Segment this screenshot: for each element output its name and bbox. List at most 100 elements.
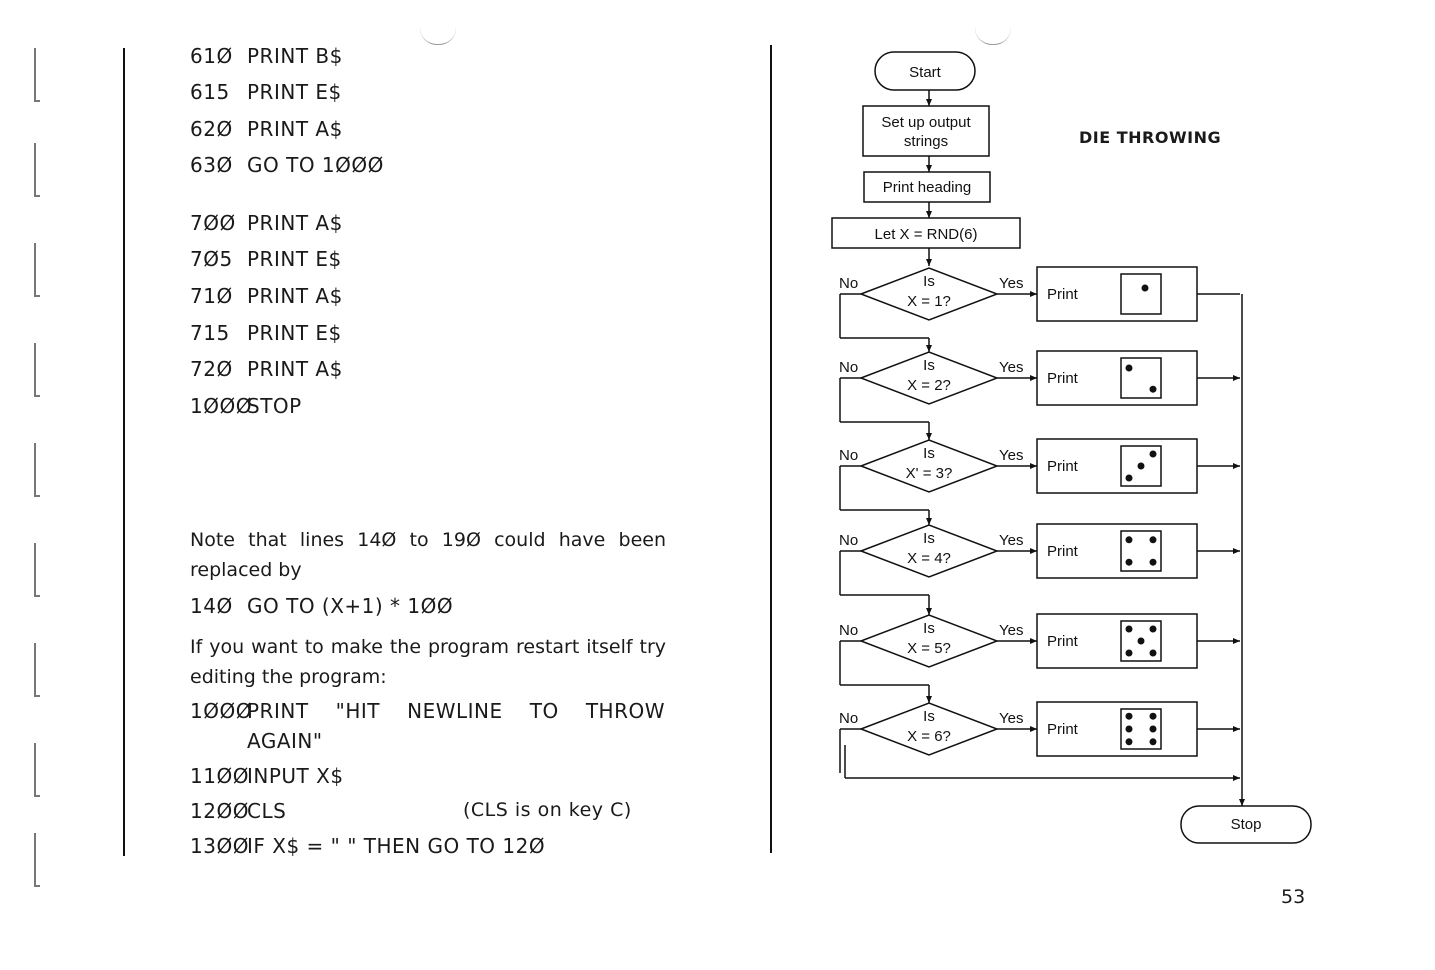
decision-row [839, 438, 1240, 525]
setup-label: strings [904, 133, 948, 150]
print-label: Print [1047, 543, 1079, 560]
left-margin-rule [123, 48, 125, 856]
binder-tab [34, 343, 40, 397]
edit-line-number: 11ØØ [190, 764, 249, 788]
statement: GO TO 1ØØØ [247, 153, 384, 177]
die-pip [1125, 649, 1133, 657]
die-face [1120, 273, 1162, 315]
print-label: Print [1047, 721, 1079, 738]
decision-row [839, 523, 1240, 615]
start-terminal [874, 51, 976, 91]
line-number: 615 [190, 80, 230, 104]
die-pip [1125, 625, 1133, 633]
statement: PRINT E$ [247, 247, 342, 271]
no-label: No [839, 275, 858, 292]
line-number: 1ØØØ [190, 394, 252, 418]
die-pip [1149, 625, 1157, 633]
print-label: Print [1047, 633, 1079, 650]
die-pip [1149, 738, 1157, 746]
decision-is-label: Is [923, 445, 935, 462]
edit-line-statement: INPUT X$ [247, 764, 344, 788]
decision-condition: X = 1? [907, 293, 951, 310]
setup-box [862, 105, 990, 157]
statement: PRINT E$ [247, 80, 342, 104]
edit-line-continuation: AGAIN" [247, 729, 323, 753]
decision-condition: X = 2? [907, 377, 951, 394]
yes-label: Yes [999, 447, 1023, 464]
die-face [1120, 357, 1162, 399]
binder-tab [34, 443, 40, 497]
statement: PRINT A$ [247, 117, 343, 141]
die-face [1120, 445, 1162, 487]
die-pip [1125, 712, 1133, 720]
line-number: 63Ø [190, 153, 233, 177]
code-line: 63Ø GO TO 1ØØØ [190, 153, 384, 177]
flowchart-heading: DIE THROWING [1079, 128, 1222, 147]
start-label: Start [909, 64, 942, 81]
edit-line-number: 12ØØ [190, 799, 249, 823]
edit-line-statement: IF X$ = " " THEN GO TO 12Ø [247, 834, 546, 858]
setup-label: Set up output [881, 114, 971, 131]
code-line: 62Ø PRINT A$ [190, 117, 343, 141]
edit-line-statement: PRINT "HIT NEWLINE TO THROW [247, 699, 665, 723]
center-rule [770, 45, 772, 853]
die-pip [1125, 725, 1133, 733]
edit-line-number: 13ØØ [190, 834, 249, 858]
die-pip [1149, 450, 1157, 458]
binder-tab [34, 543, 40, 597]
die-pip [1149, 536, 1157, 544]
decision-is-label: Is [923, 620, 935, 637]
die-face [1120, 620, 1162, 662]
print-heading-label: Print heading [883, 179, 971, 196]
yes-label: Yes [999, 622, 1023, 639]
binder-tab [34, 743, 40, 797]
decision-is-label: Is [923, 530, 935, 547]
statement: PRINT A$ [247, 357, 343, 381]
die-pip [1149, 385, 1157, 393]
die-pip [1137, 462, 1145, 470]
print-label: Print [1047, 370, 1079, 387]
die-pip [1125, 364, 1133, 372]
statement: GO TO (X+1) * 1ØØ [247, 594, 454, 618]
print-label: Print [1047, 286, 1079, 303]
line-number: 7ØØ [190, 211, 236, 235]
statement: PRINT B$ [247, 44, 343, 68]
decision-condition: X = 6? [907, 728, 951, 745]
line-number: 715 [190, 321, 230, 345]
line-number: 71Ø [190, 284, 233, 308]
restart-paragraph: If you want to make the program restart … [190, 636, 666, 688]
code-line: 1ØØØSTOP [190, 394, 302, 418]
punch-hole [420, 28, 456, 45]
decision-condition: X = 4? [907, 550, 951, 567]
die-pip [1125, 738, 1133, 746]
decision-row [839, 350, 1240, 440]
binder-tab [34, 143, 40, 197]
die-pip [1125, 536, 1133, 544]
die-pip [1149, 712, 1157, 720]
die-pip [1149, 558, 1157, 566]
print-label: Print [1047, 458, 1079, 475]
yes-label: Yes [999, 532, 1023, 549]
let-box [831, 217, 1021, 249]
die-pip [1125, 474, 1133, 482]
line-number: 62Ø [190, 117, 233, 141]
die-face [1120, 530, 1162, 572]
yes-label: Yes [999, 710, 1023, 727]
decision-is-label: Is [923, 708, 935, 725]
no-label: No [839, 622, 858, 639]
line-number: 61Ø [190, 44, 233, 68]
decision-is-label: Is [923, 357, 935, 374]
decision-row [839, 701, 1240, 773]
yes-label: Yes [999, 359, 1023, 376]
note-paragraph: Note that lines 14Ø to 19Ø could have be… [190, 529, 666, 581]
statement: STOP [247, 394, 302, 418]
stop-terminal [1180, 805, 1312, 844]
no-label: No [839, 710, 858, 727]
